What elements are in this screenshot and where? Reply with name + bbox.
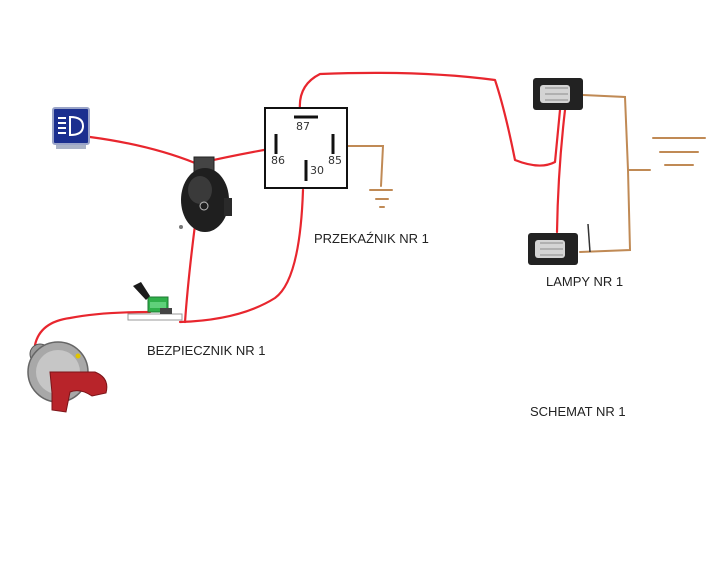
lamps-label: LAMPY NR 1 — [546, 274, 624, 289]
relay-pin-30: 30 — [310, 164, 324, 177]
ground-symbol-icon — [652, 137, 706, 166]
fuse-label: BEZPIECZNIK NR 1 — [147, 343, 266, 358]
wire-fuse-to-main-switch — [33, 310, 152, 347]
ground-symbol-icon — [369, 189, 393, 208]
headlight-indicator-icon — [52, 107, 90, 149]
wire-85-to-ground — [341, 145, 385, 187]
relay-label: PRZEKAŹNIK NR 1 — [314, 231, 429, 246]
relay-pin-85: 85 — [328, 154, 342, 167]
rotary-light-switch-icon — [179, 156, 232, 232]
ground-wires — [341, 94, 651, 253]
relay: 87 86 85 30 — [264, 107, 348, 189]
battery-disconnect-switch-icon — [27, 341, 108, 413]
work-lamp-icon — [528, 223, 591, 265]
schema-label: SCHEMAT NR 1 — [530, 404, 626, 419]
relay-pin-86: 86 — [271, 154, 285, 167]
relay-pin-87: 87 — [296, 120, 310, 133]
work-lamp-icon — [533, 78, 583, 110]
wire-lamp-top-ground — [579, 94, 632, 253]
wire-87-to-lamp-top — [298, 71, 562, 167]
wire-lamp-top-to-lamp-bottom — [555, 108, 567, 234]
wire-fuse-to-30 — [178, 188, 305, 324]
wire-headlight-to-switch — [88, 135, 197, 165]
wire-switch-to-fuse — [183, 223, 197, 324]
blade-fuse-icon — [127, 282, 183, 321]
